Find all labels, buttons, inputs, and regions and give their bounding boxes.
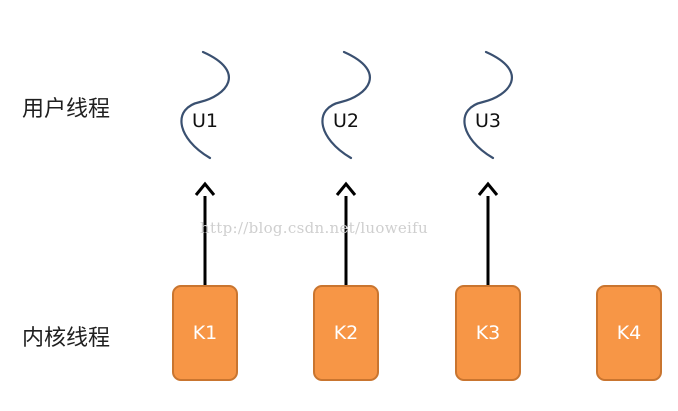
arrow-k3-u3 [477,181,499,286]
kernel-thread-k2: K2 [313,285,379,381]
kernel-thread-label-k3: K3 [475,322,501,344]
kernel-thread-k3: K3 [455,285,521,381]
watermark-text: http://blog.csdn.net/luoweifu [200,219,428,237]
user-thread-wave-3 [463,50,513,160]
user-threads-label: 用户线程 [22,97,111,122]
kernel-thread-label-k1: K1 [192,322,218,344]
user-thread-wave-1 [180,50,230,160]
kernel-thread-label-k4: K4 [616,322,642,344]
user-thread-wave-2 [321,50,371,160]
arrow-k1-u1 [194,181,216,286]
kernel-threads-label: 内核线程 [22,326,111,351]
kernel-thread-k4: K4 [596,285,662,381]
kernel-thread-k1: K1 [172,285,238,381]
user-thread-label-u3: U3 [475,110,501,132]
user-thread-label-u2: U2 [333,110,359,132]
arrow-k2-u2 [335,181,357,286]
user-thread-label-u1: U1 [192,110,218,132]
kernel-thread-label-k2: K2 [333,322,359,344]
